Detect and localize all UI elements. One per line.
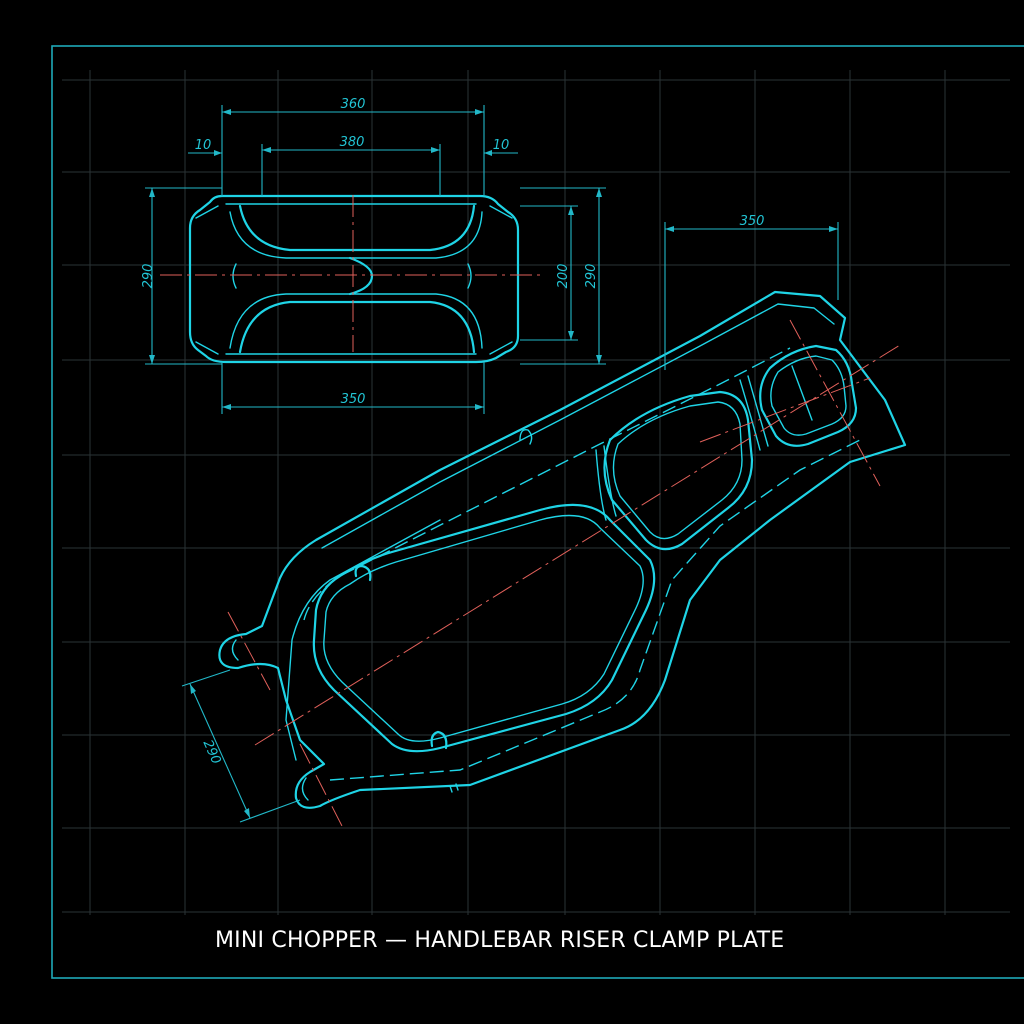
background-grid [62, 70, 1010, 915]
angled-view-end-window [759, 344, 858, 447]
angled-view-middle-window [603, 390, 754, 551]
dim-angled-top-width: 350 [740, 214, 765, 229]
dim-left-height: 290 [141, 264, 156, 289]
top-view: 360 380 10 10 290 2 [141, 97, 606, 414]
dim-right-offset: 10 [493, 138, 510, 153]
angled-view-large-cavity [312, 503, 656, 753]
angled-view-outline [218, 290, 907, 809]
top-view-lower-cavity [238, 300, 476, 354]
angled-view: 350 290 [181, 214, 907, 827]
top-view-upper-cavity [238, 204, 476, 252]
top-view-center-notch [348, 256, 374, 296]
mounting-boss-upper [354, 564, 372, 582]
dim-angled-left-length: 290 [200, 738, 224, 767]
mounting-boss-lower [430, 730, 448, 750]
dim-right-inner-height: 200 [556, 264, 571, 289]
dim-left-offset: 10 [195, 138, 212, 153]
dim-inner-width: 380 [340, 135, 365, 150]
top-view-outline [188, 194, 520, 364]
dim-right-height: 290 [584, 264, 599, 289]
drawing-title: MINI CHOPPER — HANDLEBAR RISER CLAMP PLA… [215, 928, 785, 953]
drawing-frame [51, 45, 1024, 979]
dim-bottom-width: 350 [341, 392, 366, 407]
dim-overall-width: 360 [341, 97, 366, 112]
